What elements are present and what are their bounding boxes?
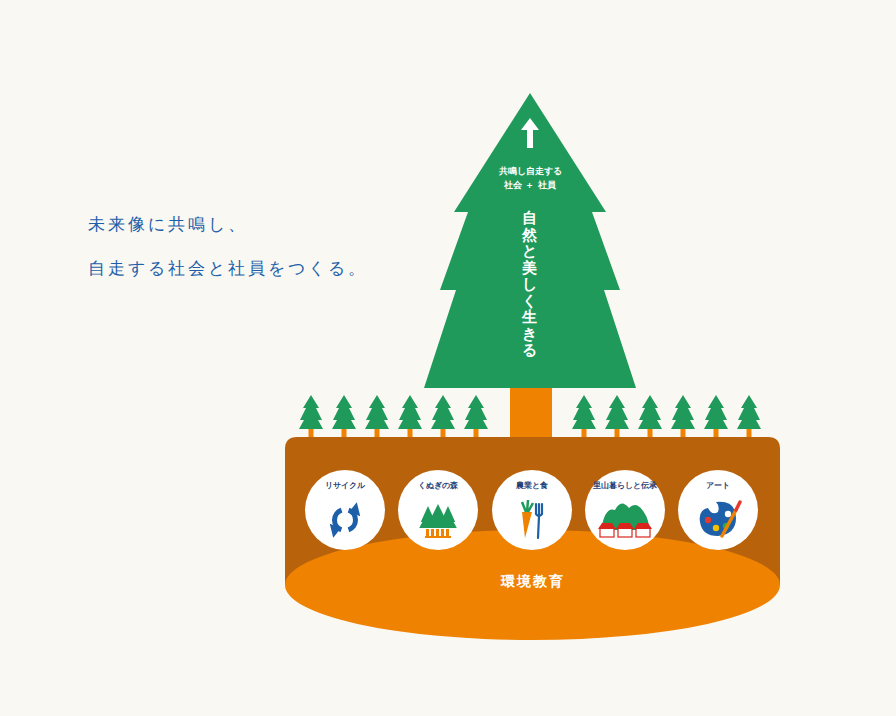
tree-trunk <box>510 385 552 445</box>
ground-label: 環境教育 <box>285 573 780 591</box>
theme-icon <box>598 503 652 537</box>
theme-circle: 農業と食 <box>492 470 572 550</box>
theme-label: 農業と食 <box>492 481 572 491</box>
tree-subtitle: 共鳴し自走する 社会 ＋ 社員 <box>490 164 570 192</box>
theme-icon <box>700 502 740 536</box>
theme-label: リサイクル <box>305 481 385 491</box>
tree-shape: 共鳴し自走する 社会 ＋ 社員自然と美しく生きる <box>420 90 640 388</box>
theme-icon <box>522 500 542 538</box>
theme-circle: アート <box>678 470 758 550</box>
theme-circle: くぬぎの森 <box>398 470 478 550</box>
ground-band: リサイクル くぬぎの森 農業と食 里山暮らしと伝承 アート環境教育 <box>285 437 780 642</box>
heading: 未来像に共鳴し、 自走する社会と社員をつくる。 <box>88 202 388 290</box>
theme-label: アート <box>678 481 758 491</box>
theme-icon <box>326 501 365 539</box>
vertical-text: 自然と美しく生きる <box>522 210 537 359</box>
theme-circle: 里山暮らしと伝承 <box>585 470 665 550</box>
theme-icon <box>419 504 457 538</box>
theme-circle: リサイクル <box>305 470 385 550</box>
theme-label: くぬぎの森 <box>398 481 478 491</box>
theme-label: 里山暮らしと伝承 <box>585 481 665 491</box>
small-trees <box>299 395 761 439</box>
